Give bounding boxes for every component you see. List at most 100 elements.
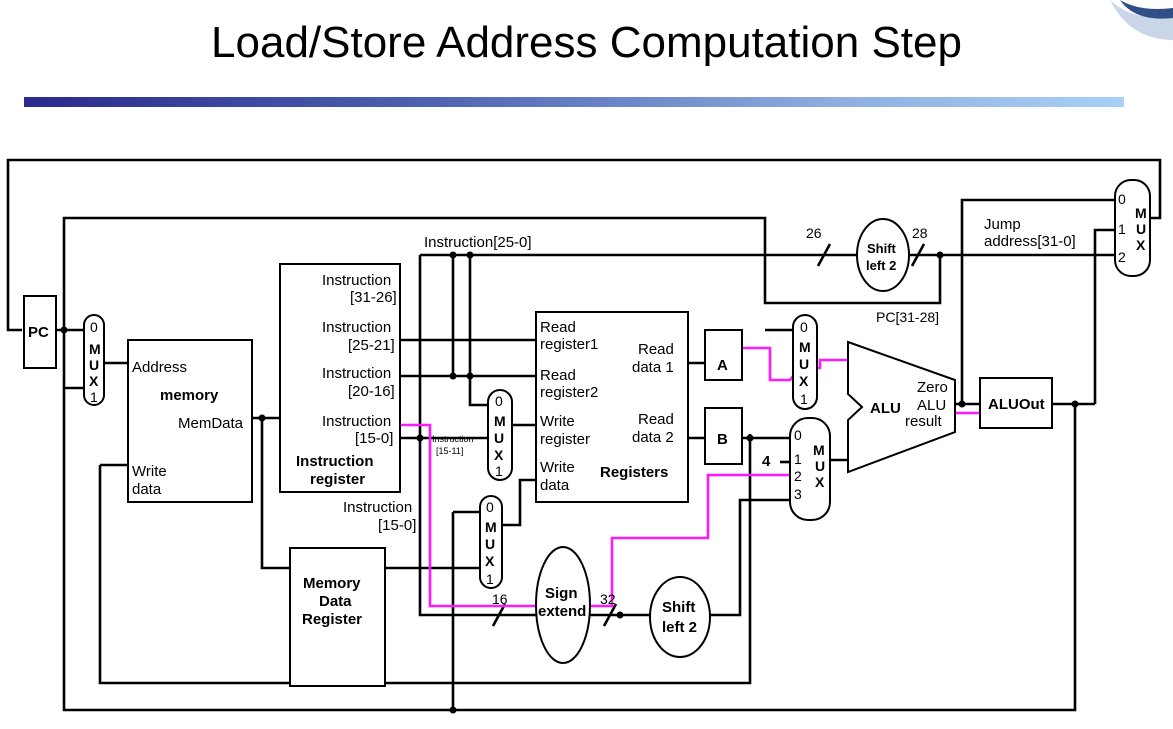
memtoreg-mux xyxy=(479,495,503,589)
pcsource-mux xyxy=(1114,179,1151,277)
memory-data-register xyxy=(289,547,386,687)
wire-width-28: 28 xyxy=(912,225,928,241)
shift-top-l2: left 2 xyxy=(866,258,896,273)
alusrcb-mux xyxy=(789,417,831,521)
memtoreg-mux-in0: 0 xyxy=(486,499,494,515)
memtoreg-mux-in1: 1 xyxy=(486,571,494,587)
wire-width-26: 26 xyxy=(806,225,822,241)
alu-label: ALU xyxy=(870,400,901,417)
shift-top-l1: Shift xyxy=(867,241,897,256)
mem-memdata-label: MemData xyxy=(178,415,244,432)
ir-15-11-l2: [15-11] xyxy=(436,446,463,456)
mdr-l3: Register xyxy=(302,611,362,628)
pcsrc-mux-in1: 1 xyxy=(1118,221,1126,237)
alu-result-l2: result xyxy=(905,413,943,430)
regdst-mux-in0: 0 xyxy=(495,393,503,409)
ir-31-26-l2: [31-26] xyxy=(350,289,397,306)
reg-read2-l2: register2 xyxy=(540,384,598,401)
ir-title-l1: Instruction xyxy=(296,453,374,470)
b-label: B xyxy=(717,431,728,448)
aluout-label: ALUOut xyxy=(988,396,1045,413)
reg-read1-l1: Read xyxy=(540,319,576,336)
instr-25-0-label: Instruction[25-0] xyxy=(424,234,532,251)
mem-write-label: Write xyxy=(132,463,167,480)
alusrca-mux xyxy=(792,314,818,410)
reg-title: Registers xyxy=(600,464,668,481)
mem-address-label: Address xyxy=(132,359,187,376)
alusrca-mux-in1: 1 xyxy=(800,391,808,407)
reg-read2-l1: Read xyxy=(540,367,576,384)
alusrca-mux-in0: 0 xyxy=(800,319,808,335)
a-register xyxy=(704,329,743,381)
wire-width-32: 32 xyxy=(600,591,616,607)
pc-register xyxy=(23,295,57,369)
shift-left-2-top xyxy=(856,218,910,292)
junction-dots xyxy=(60,251,1079,714)
alusrca-mux-m: M xyxy=(799,339,811,355)
reg-read1-l2: register1 xyxy=(540,336,598,353)
alusrcb-mux-in2: 2 xyxy=(794,468,802,484)
register-file xyxy=(535,311,689,503)
alu xyxy=(847,340,956,474)
sign-extend-l2: extend xyxy=(538,603,586,620)
ir-15-0-lower-l2: [15-0] xyxy=(378,517,416,534)
shift-lower-l1: Shift xyxy=(662,599,695,616)
reg-write-reg-l1: Write xyxy=(540,413,575,430)
pcsrc-mux-in0: 0 xyxy=(1118,191,1126,207)
jump-address-l1: Jump xyxy=(984,216,1021,233)
alusrcb-mux-u: U xyxy=(815,458,825,474)
iord-mux-m: M xyxy=(89,341,101,357)
sign-extend-unit xyxy=(535,546,591,664)
alu-zero-label: Zero xyxy=(917,379,948,396)
shift-left-2-lower xyxy=(649,576,711,658)
instruction-register xyxy=(279,263,401,493)
reg-write-data-l2: data xyxy=(540,477,570,494)
memtoreg-mux-m: M xyxy=(485,519,497,535)
mem-title-label: memory xyxy=(160,387,219,404)
ir-15-0-lower-l1: Instruction xyxy=(343,499,412,516)
reg-write-data-l1: Write xyxy=(540,459,575,476)
wire-width-16: 16 xyxy=(492,591,508,607)
iord-mux-u: U xyxy=(89,357,99,373)
iord-mux-in0: 0 xyxy=(90,319,98,335)
datapath-wires xyxy=(6,158,1162,712)
alu-result-l1: ALU xyxy=(917,397,946,414)
pc-label: PC xyxy=(28,324,49,341)
pc-31-28-label: PC[31-28] xyxy=(876,309,939,325)
ir-25-21-l1: Instruction xyxy=(322,319,391,336)
iord-mux-in1: 1 xyxy=(90,389,98,405)
memory-unit xyxy=(127,339,253,503)
memtoreg-mux-u: U xyxy=(485,536,495,552)
regdst-mux-x: X xyxy=(494,447,504,463)
iord-mux xyxy=(83,314,105,406)
sign-extend-l1: Sign xyxy=(545,585,578,602)
b-register xyxy=(704,407,743,465)
jump-address-l2: address[31-0] xyxy=(984,233,1076,250)
pcsrc-mux-in2: 2 xyxy=(1118,249,1126,265)
pcsrc-mux-x: X xyxy=(1136,237,1146,253)
ir-title-l2: register xyxy=(310,471,365,488)
const-four-label: 4 xyxy=(762,453,771,470)
mdr-l2: Data xyxy=(319,593,352,610)
ir-15-11-l1: Instruction xyxy=(432,434,474,444)
regdst-mux-u: U xyxy=(494,430,504,446)
mdr-l1: Memory xyxy=(303,575,361,592)
alusrcb-mux-x: X xyxy=(815,474,825,490)
pcsrc-mux-m: M xyxy=(1135,205,1147,221)
alusrcb-mux-in3: 3 xyxy=(794,486,802,502)
ir-15-0-l1: Instruction xyxy=(322,413,391,430)
corner-swoosh-decoration xyxy=(1110,0,1173,40)
memtoreg-mux-x: X xyxy=(485,553,495,569)
alusrcb-mux-in1: 1 xyxy=(794,451,802,467)
reg-write-reg-l2: register xyxy=(540,431,590,448)
reg-rd1-l1: Read xyxy=(638,341,674,358)
shift-lower-l2: left 2 xyxy=(662,619,697,636)
a-label: A xyxy=(717,357,728,374)
alusrca-mux-u: U xyxy=(799,356,809,372)
ir-20-16-l1: Instruction xyxy=(322,365,391,382)
ir-25-21-l2: [25-21] xyxy=(348,337,395,354)
pcsrc-mux-u: U xyxy=(1136,221,1146,237)
reg-rd2-l2: data 2 xyxy=(632,429,674,446)
ir-20-16-l2: [20-16] xyxy=(348,383,395,400)
